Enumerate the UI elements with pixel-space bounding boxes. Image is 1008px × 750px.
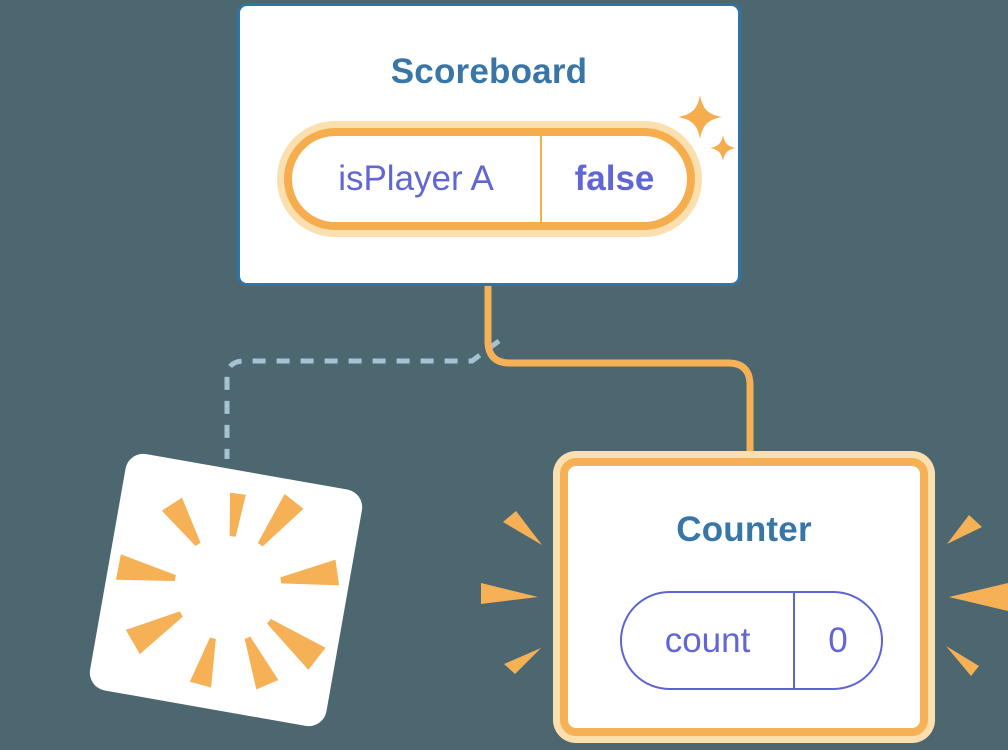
emphasis-burst-left-icon — [481, 511, 542, 674]
counter-state-key: count — [664, 620, 751, 660]
emphasis-burst-right-icon — [946, 515, 1008, 676]
counter-state-value: 0 — [828, 620, 848, 660]
poof-ray — [161, 497, 201, 547]
scoreboard-state-value: false — [574, 159, 655, 198]
poof-ray — [189, 637, 216, 688]
scoreboard-state-pill: isPlayer A false — [284, 128, 695, 230]
poof-ray — [257, 493, 304, 547]
burst-wedge — [503, 511, 542, 545]
pill-divider — [793, 593, 795, 688]
burst-wedge — [504, 648, 541, 674]
poof-ray — [280, 559, 340, 586]
counter-card: Counter count 0 — [560, 458, 928, 736]
burst-wedge — [947, 515, 982, 544]
poof-ray — [115, 554, 176, 582]
poof-ray — [125, 611, 183, 655]
orange-connector-line — [484, 281, 754, 462]
counter-state-pill: count 0 — [620, 591, 883, 690]
burst-wedge — [946, 646, 979, 676]
poof-ray — [229, 492, 246, 537]
counter-title: Counter — [676, 510, 812, 549]
poof-icon — [115, 492, 340, 690]
pill-divider — [540, 136, 542, 222]
scoreboard-title: Scoreboard — [390, 52, 588, 91]
burst-wedge — [481, 583, 538, 604]
burst-wedge — [949, 583, 1008, 611]
dashed-connector-line — [224, 338, 501, 459]
poof-ray — [267, 618, 326, 670]
scoreboard-card: Scoreboard isPlayer A false — [237, 3, 741, 286]
destroyed-component-card — [86, 450, 366, 730]
scoreboard-state-key: isPlayer A — [338, 159, 494, 198]
poof-ray — [244, 636, 279, 690]
